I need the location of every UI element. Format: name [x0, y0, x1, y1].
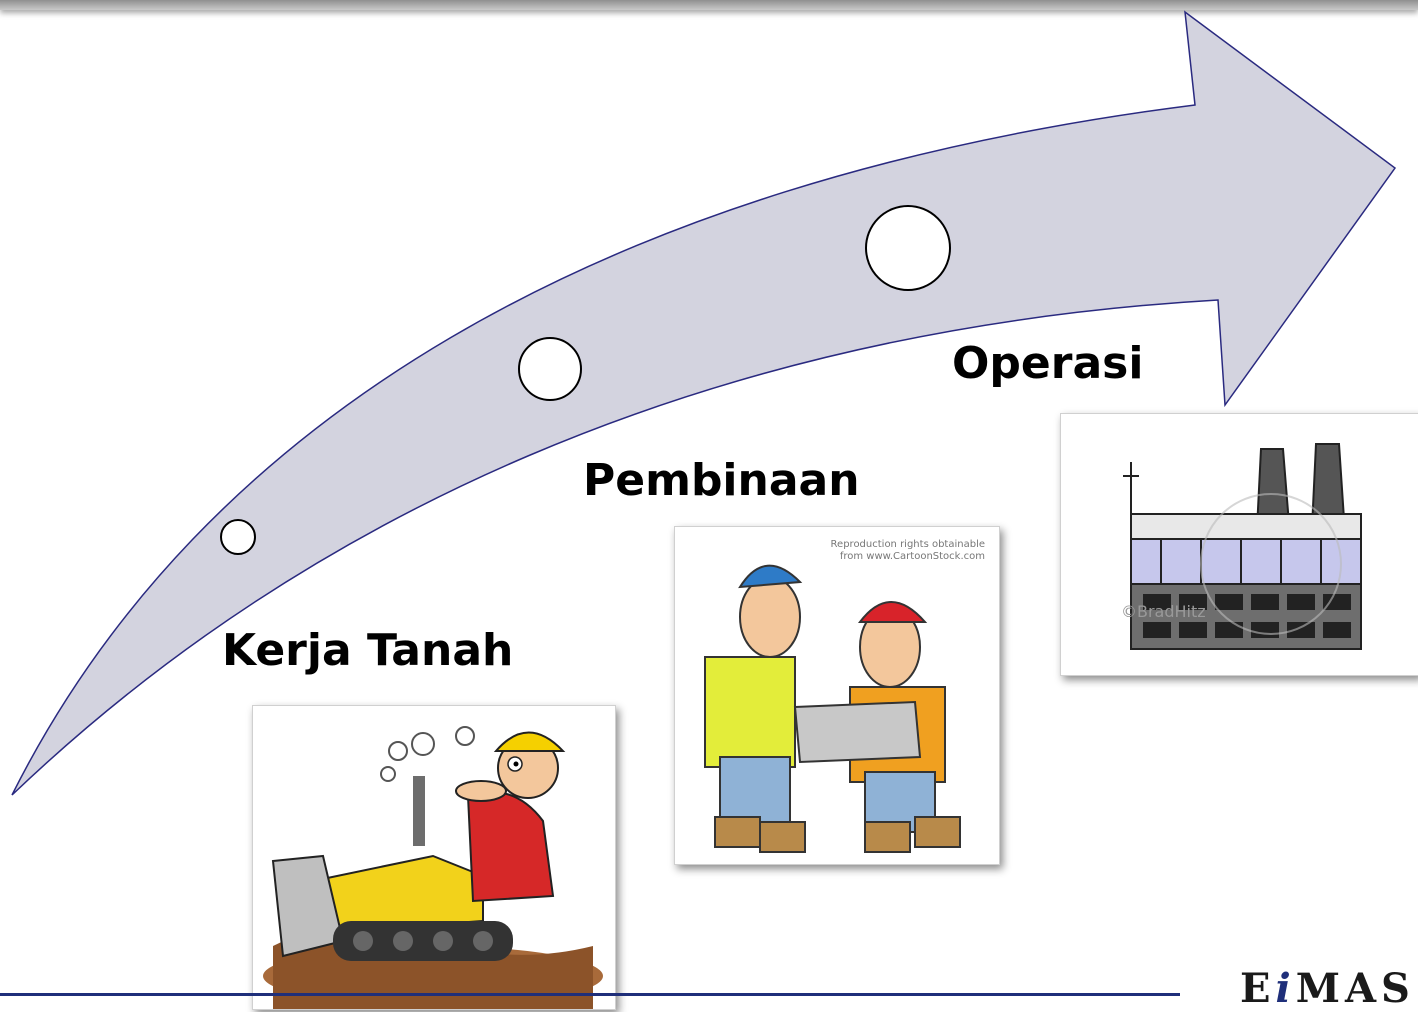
- stage-label-kerja-tanah: Kerja Tanah: [222, 625, 514, 676]
- cartoonstock-watermark: Reproduction rights obtainable from www.…: [830, 539, 985, 562]
- stage-label-operasi: Operasi: [952, 338, 1144, 389]
- factory-watermark: ©BradHitz: [1121, 602, 1206, 621]
- factory-cartoon-image: ©BradHitz: [1060, 413, 1418, 676]
- construction-workers-cartoon-image: Reproduction rights obtainable from www.…: [674, 526, 1000, 865]
- bulldozer-cartoon-image: [252, 705, 616, 1010]
- milestone-dot-2: [518, 337, 582, 401]
- footer-line: [0, 993, 1180, 996]
- milestone-dot-1: [220, 519, 256, 555]
- top-border-bar: [0, 0, 1418, 10]
- curved-arrow-shape: [11, 10, 1397, 796]
- milestone-dot-3: [865, 205, 951, 291]
- stage-label-pembinaan: Pembinaan: [583, 455, 860, 506]
- eimas-logo: EiMAS: [1240, 965, 1415, 1012]
